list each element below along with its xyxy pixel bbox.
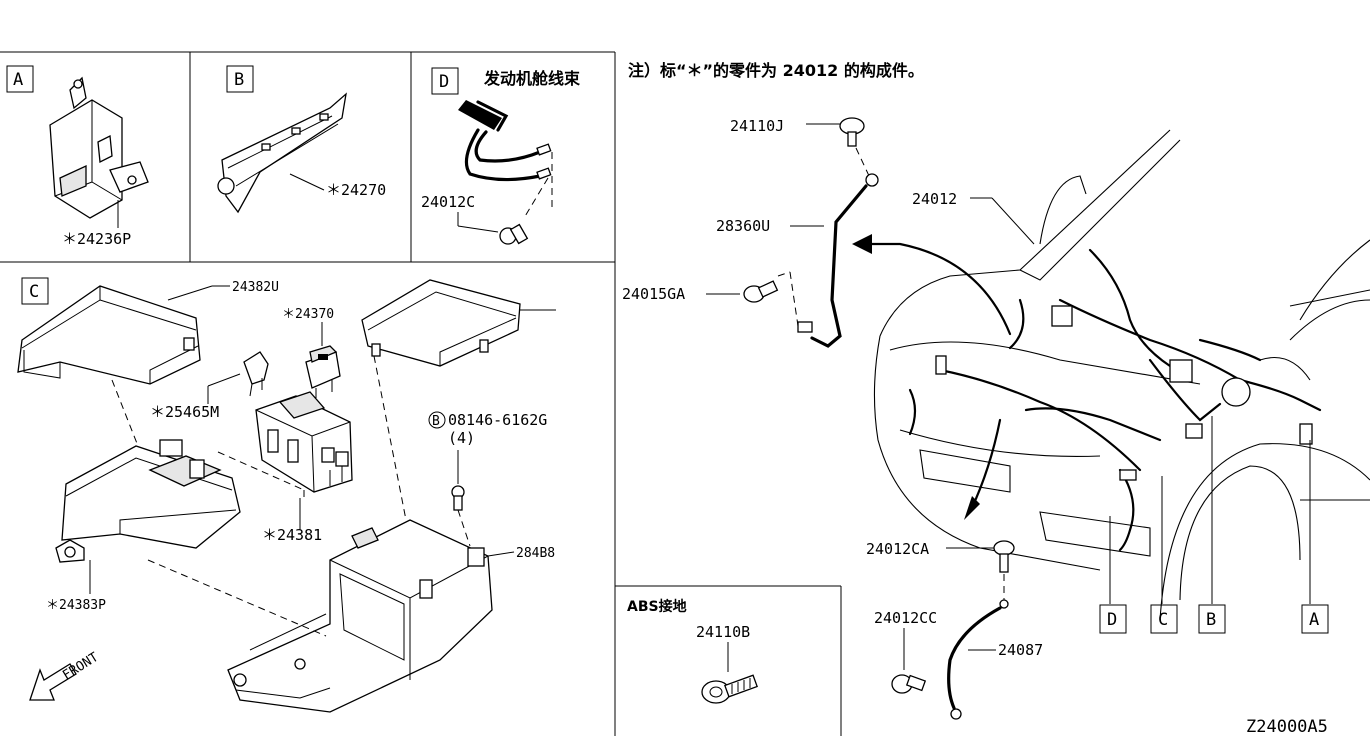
callout-a-label: A xyxy=(1309,610,1319,630)
vehicle-front xyxy=(873,129,1370,621)
fuse-box-cover-right xyxy=(361,279,521,367)
bolt-quantity: (4) xyxy=(448,429,475,447)
panel-b: B ＊24270 xyxy=(217,65,386,214)
part-label-24236p: ＊24236P xyxy=(62,230,131,248)
part-label-24270: ＊24270 xyxy=(326,181,386,199)
panel-b-letter-box[interactable]: B xyxy=(226,65,254,93)
relay-bracket-24236p xyxy=(49,76,149,228)
panel-d-letter: D xyxy=(439,72,449,92)
part-label-08146-6162g: 08146-6162G xyxy=(448,411,547,429)
bolt-24110b xyxy=(701,674,758,704)
panel-c: C 24382U ＊24370 xyxy=(17,277,556,713)
panel-abs-title: ABS接地 xyxy=(627,598,687,615)
front-label: FRONT xyxy=(60,650,101,684)
callout-lines xyxy=(1109,416,1311,604)
callout-d-label: D xyxy=(1107,610,1117,630)
part-label-24370: ＊24370 xyxy=(282,307,334,322)
part-label-24087: 24087 xyxy=(998,641,1043,659)
part-label-24110b: 24110B xyxy=(696,623,750,641)
callout-c-label: C xyxy=(1158,610,1168,630)
fuse-25465m xyxy=(243,351,269,397)
part-label-24381: ＊24381 xyxy=(262,526,322,544)
panel-d: D 发动机舱线束 24012C xyxy=(421,67,581,245)
assembly-dash-lines xyxy=(111,355,471,637)
fuse-box-cover-24382u xyxy=(17,285,201,385)
callout-b-label: B xyxy=(1206,610,1216,630)
panel-abs: ABS接地 24110B xyxy=(627,598,758,704)
callout-box-d[interactable]: D xyxy=(1099,604,1127,634)
panel-a-letter: A xyxy=(13,70,23,90)
note-text: 注）标“＊”的零件为 24012 的构成件。 xyxy=(628,61,924,80)
panel-b-letter: B xyxy=(234,70,244,90)
part-label-28360u: 28360U xyxy=(716,217,770,235)
front-arrow-icon xyxy=(29,663,77,701)
part-label-24012ca: 24012CA xyxy=(866,540,929,558)
main-area: 注）标“＊”的零件为 24012 的构成件。 24110J 28360U 240… xyxy=(622,61,1370,736)
bolt-marker-b[interactable]: B xyxy=(428,411,446,429)
panel-a: A ＊24236P xyxy=(6,65,149,248)
panel-d-letter-box[interactable]: D xyxy=(431,67,459,95)
part-label-24012c: 24012C xyxy=(421,193,475,211)
relay-24370 xyxy=(305,345,341,398)
part-label-24383p: ＊24383P xyxy=(46,598,106,613)
main-lower-box xyxy=(227,519,493,713)
harness-protector-24270 xyxy=(217,92,347,214)
bolt-08146-6162g xyxy=(451,485,465,511)
part-label-24012cc: 24012CC xyxy=(874,609,937,627)
diagram-code: Z24000A5 xyxy=(1246,717,1328,736)
part-label-25465m: ＊25465M xyxy=(150,403,219,421)
panel-c-letter-box[interactable]: C xyxy=(21,277,49,305)
bolt-24110j xyxy=(839,117,865,147)
panel-frames xyxy=(0,51,842,736)
callout-box-b[interactable]: B xyxy=(1198,604,1226,634)
cable-24087 xyxy=(947,599,1009,720)
battery-cable-28360u xyxy=(797,173,879,348)
fuse-block-24381 xyxy=(255,391,353,493)
bolt-24012cc xyxy=(891,674,927,694)
panel-a-letter-box[interactable]: A xyxy=(6,65,34,93)
callout-box-c[interactable]: C xyxy=(1150,604,1178,634)
lower-box-24383p xyxy=(55,439,241,563)
panel-d-title: 发动机舱线束 xyxy=(483,69,581,88)
bolt-marker-b-letter: B xyxy=(432,414,440,429)
callout-box-a[interactable]: A xyxy=(1301,604,1329,634)
engine-harness-24012 xyxy=(908,248,1322,552)
panel-c-letter: C xyxy=(29,282,39,302)
part-label-24015ga: 24015GA xyxy=(622,285,685,303)
bolt-24012ca xyxy=(993,540,1015,573)
part-label-24012: 24012 xyxy=(912,190,957,208)
part-label-24110j: 24110J xyxy=(730,117,784,135)
clip-24015ga xyxy=(743,280,779,303)
part-label-284b8: 284B8 xyxy=(516,546,555,561)
part-label-24382u: 24382U xyxy=(232,280,279,295)
bolt-24012c xyxy=(499,223,529,245)
engine-room-harness xyxy=(458,100,553,219)
